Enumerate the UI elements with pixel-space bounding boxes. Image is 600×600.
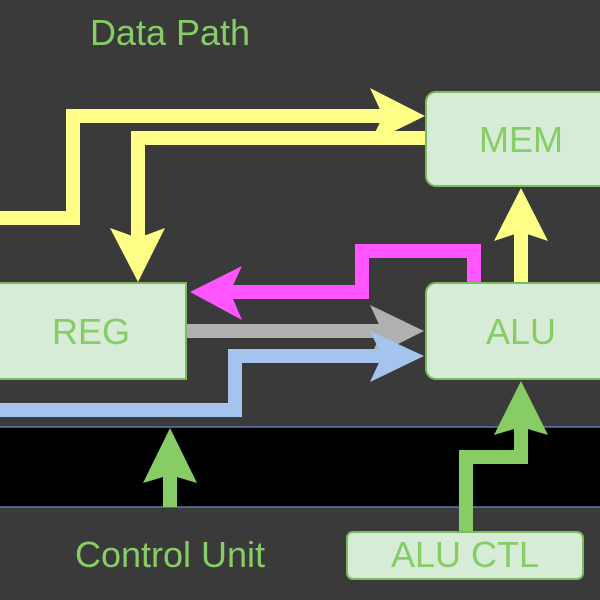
mem-to-reg-bus: [110, 131, 430, 282]
alu-to-mem-bus: [494, 188, 548, 283]
alu-ctl-signal-arrow: [459, 381, 548, 532]
mem-label: MEM: [479, 119, 563, 160]
control-band: [0, 427, 600, 507]
mem-block[interactable]: MEM: [425, 91, 600, 187]
data-path-label: Data Path: [90, 12, 250, 53]
alu-label: ALU: [486, 311, 556, 352]
control-signal-arrow: [143, 428, 197, 507]
alu-block[interactable]: ALU: [425, 282, 600, 380]
alu-ctl-block[interactable]: ALU CTL: [346, 531, 584, 580]
reg-block[interactable]: REG: [0, 282, 187, 380]
alu-to-reg-bus: [190, 244, 481, 320]
operand-b-bus: [0, 331, 424, 417]
mem-input-bus: [0, 88, 425, 225]
control-unit-label: Control Unit: [75, 534, 265, 575]
alu-ctl-label: ALU CTL: [391, 534, 539, 575]
reg-label: REG: [52, 311, 130, 352]
